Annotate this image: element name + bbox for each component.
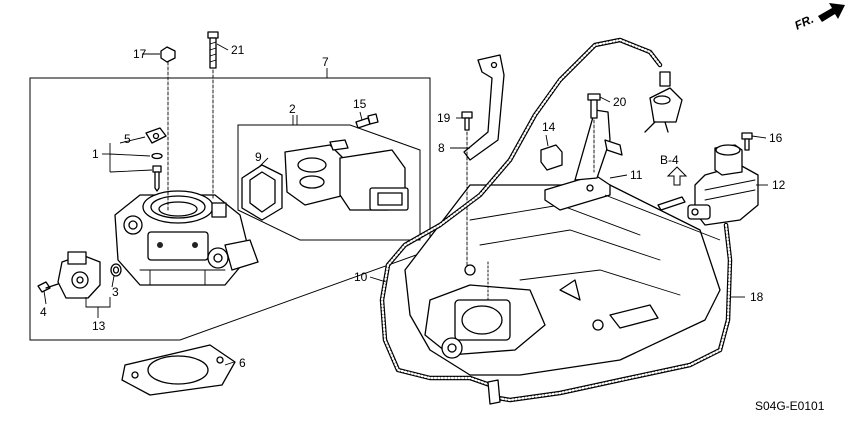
callout-4: 4: [40, 305, 47, 319]
idle-air-control-valve: [284, 139, 409, 211]
o-ring-3: [110, 263, 122, 277]
bracket-8: [463, 54, 505, 161]
diagram-code: S04G-E0101: [755, 399, 825, 413]
intake-manifold: [404, 184, 721, 376]
iacv-group-frame: [237, 124, 421, 241]
callout-15: 15: [353, 97, 367, 111]
callout-11: 11: [630, 168, 643, 182]
locating-pin: [657, 196, 686, 211]
callout-14: 14: [542, 120, 556, 134]
callout-19: 19: [437, 111, 451, 125]
vacuum-check-valve: [644, 71, 683, 133]
callout-7: 7: [322, 55, 329, 69]
callout-10: 10: [354, 270, 368, 284]
callout-9: 9: [255, 150, 262, 164]
screw-4: [37, 281, 59, 293]
front-marker-label: FR.: [792, 12, 815, 33]
bolt-20: [587, 93, 601, 173]
front-direction-arrow-icon: [818, 3, 845, 22]
gasket-6: [121, 344, 236, 396]
bracket-11: [544, 109, 623, 211]
callout-3: 3: [112, 285, 119, 299]
clamp-5: [145, 127, 167, 144]
callout-21: 21: [231, 43, 245, 57]
bolt-21: [207, 31, 219, 201]
iacv-gasket-9: [241, 164, 283, 221]
bolt-15: [355, 113, 379, 129]
throttle-body: [114, 190, 259, 286]
vacuum-hose-10: [379, 37, 663, 388]
view-reference-arrow-icon: [666, 166, 688, 186]
callout-6: 6: [239, 356, 246, 370]
callout-2: 2: [289, 102, 296, 116]
callout-8: 8: [438, 141, 445, 155]
callout-20: 20: [613, 95, 627, 109]
throttle-position-sensor: [57, 251, 101, 299]
throttle-body-group-frame: [29, 77, 431, 341]
callout-16: 16: [769, 131, 783, 145]
callout-18: 18: [750, 290, 764, 304]
bolt-17: [160, 46, 176, 211]
leader-lines: [43, 43, 768, 366]
washer-1: [151, 152, 163, 160]
callout-1: 1: [92, 147, 99, 161]
bolt-19: [461, 111, 473, 266]
view-reference-label: B-4: [660, 153, 679, 167]
callout-17: 17: [133, 47, 147, 61]
vacuum-hose-18: [489, 222, 733, 403]
grommet-14: [540, 144, 563, 171]
callout-5: 5: [124, 132, 131, 146]
callout-13: 13: [92, 319, 106, 333]
hose-joint: [487, 379, 501, 405]
solenoid-valve-12: [687, 144, 759, 226]
callout-12: 12: [772, 178, 786, 192]
bolt-16: [741, 132, 753, 151]
screw-1: [152, 165, 162, 192]
